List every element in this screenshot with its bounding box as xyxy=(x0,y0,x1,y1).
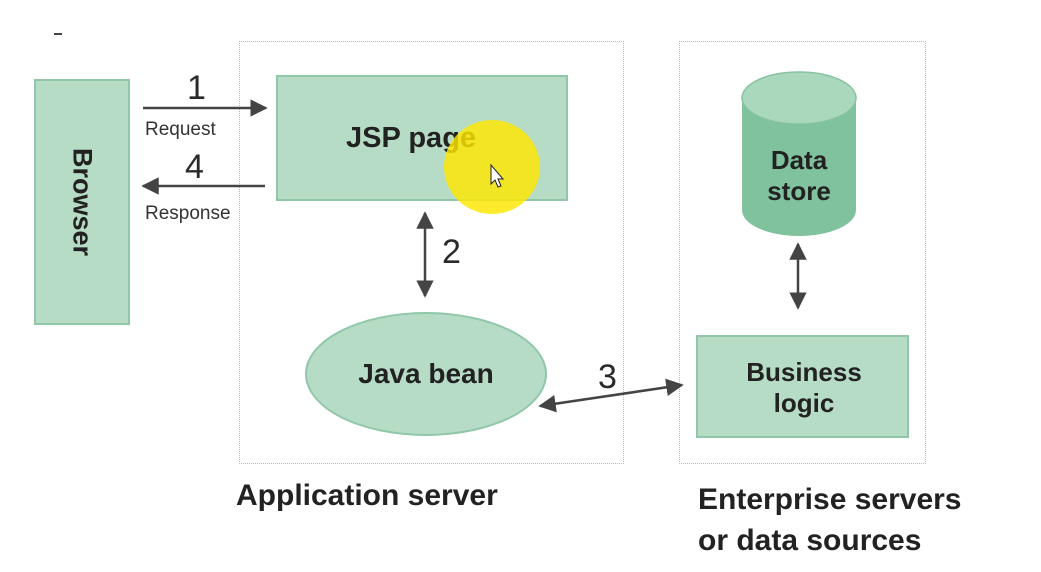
enterprise-region xyxy=(679,41,926,464)
application-server-region xyxy=(239,41,624,464)
business-logic-label: Business logic xyxy=(746,357,862,418)
response-label: Response xyxy=(145,203,231,224)
step-4-label: 4 xyxy=(185,148,204,186)
stray-mark xyxy=(54,33,62,35)
request-label: Request xyxy=(145,119,216,140)
bean-business-arrow xyxy=(538,378,684,413)
enterprise-servers-caption: Enterprise servers or data sources xyxy=(698,483,962,557)
application-server-caption: Application server xyxy=(236,479,498,512)
step-2-label: 2 xyxy=(442,233,461,271)
java-bean-ellipse xyxy=(305,312,547,436)
business-logic-box xyxy=(696,335,909,438)
step-3-label: 3 xyxy=(598,358,617,396)
step-1-label: 1 xyxy=(187,69,206,107)
java-bean-label: Java bean xyxy=(358,358,494,389)
browser-box xyxy=(34,79,130,325)
data-store-label: Data store xyxy=(767,145,831,206)
